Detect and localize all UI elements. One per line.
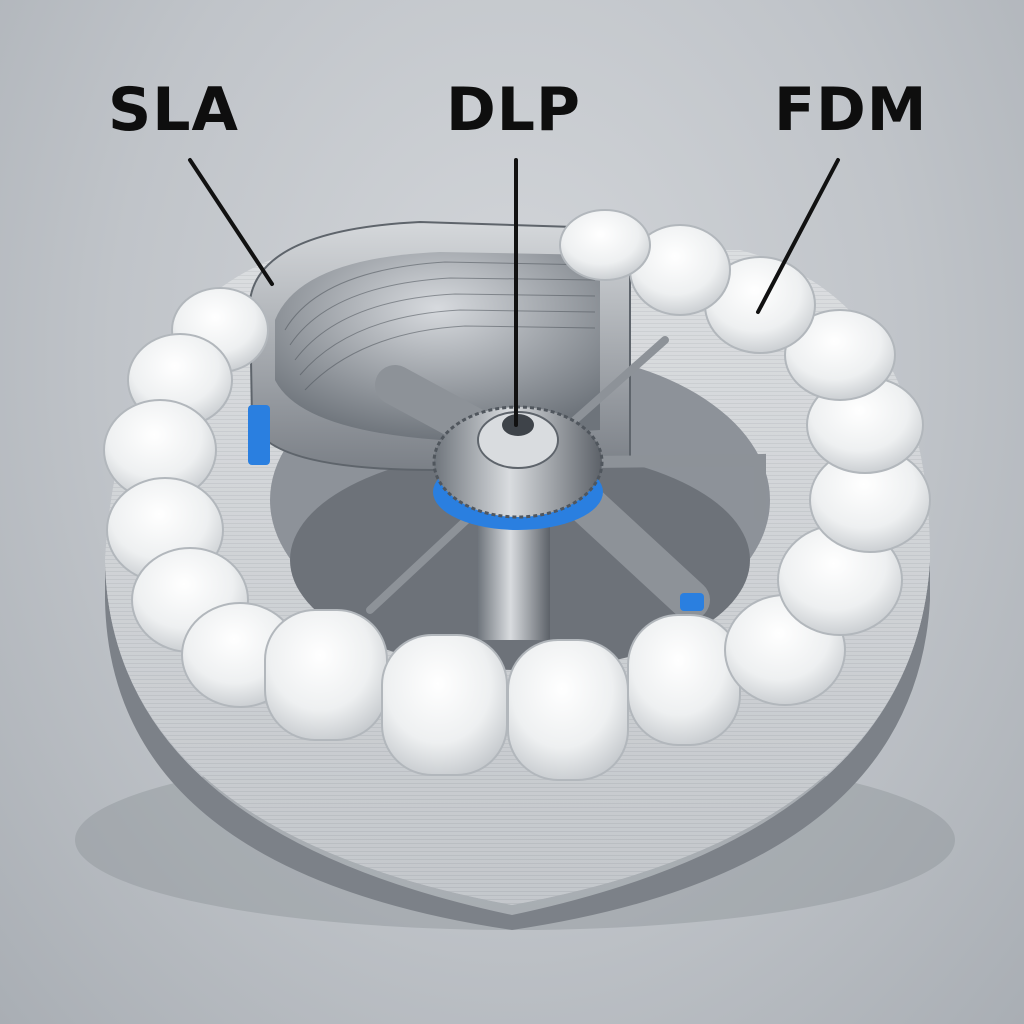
sla-vat-inner — [275, 252, 600, 440]
fdm-leader-line — [756, 158, 840, 314]
sla-leader-line — [188, 158, 274, 286]
leader-lines — [188, 158, 840, 427]
sla-label: SLA — [108, 75, 239, 145]
spoke-end-blue — [680, 593, 704, 611]
fdm-label: FDM — [774, 75, 928, 145]
central-shaft — [478, 520, 550, 640]
teeth — [103, 209, 931, 781]
dlp-label: DLP — [446, 75, 582, 145]
sla-layer-lines — [284, 261, 596, 391]
sla-vat-clip — [248, 405, 270, 465]
